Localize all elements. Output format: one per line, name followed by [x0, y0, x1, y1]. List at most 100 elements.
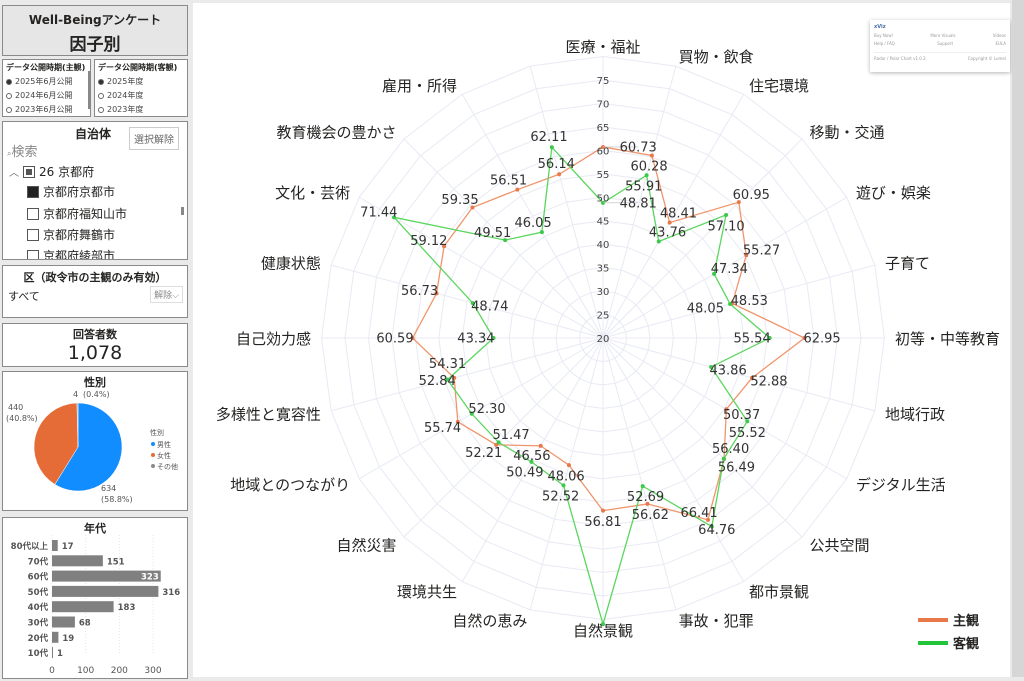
data-point[interactable]	[724, 407, 729, 412]
link-more-visuals[interactable]: More Visuals	[930, 33, 956, 38]
radio-icon[interactable]	[6, 92, 12, 99]
data-point[interactable]	[767, 336, 772, 340]
bar[interactable]	[52, 540, 58, 551]
data-point[interactable]	[667, 220, 672, 225]
data-point[interactable]	[452, 375, 457, 380]
data-point[interactable]	[705, 517, 710, 522]
data-point[interactable]	[656, 239, 661, 244]
bar[interactable]	[52, 555, 103, 567]
pie-slice-1[interactable]	[33, 402, 79, 485]
data-point[interactable]	[749, 375, 754, 380]
data-point[interactable]	[745, 419, 750, 424]
data-point[interactable]	[557, 172, 562, 177]
data-point[interactable]	[470, 301, 475, 306]
data-label: 56.51	[490, 174, 527, 189]
link-support[interactable]: Support	[937, 41, 954, 46]
radio-icon[interactable]	[6, 106, 12, 113]
data-point[interactable]	[802, 336, 807, 340]
data-point[interactable]	[566, 463, 571, 468]
checkbox[interactable]	[27, 228, 39, 241]
bar[interactable]	[52, 631, 59, 643]
data-point[interactable]	[601, 508, 605, 513]
data-point[interactable]	[455, 419, 460, 424]
radio-selected-icon[interactable]	[6, 78, 12, 85]
radio-icon[interactable]	[98, 106, 104, 113]
data-point[interactable]	[744, 253, 749, 258]
bar[interactable]	[52, 601, 114, 613]
data-point[interactable]	[491, 336, 496, 340]
link-eula[interactable]: EULA	[995, 41, 1006, 46]
tree-prefecture[interactable]: ︿26 京都府	[9, 163, 94, 180]
radio-icon[interactable]	[98, 92, 104, 99]
radio-option[interactable]: 2023年6月公開	[6, 104, 87, 115]
checkbox-partial[interactable]	[23, 165, 35, 178]
data-point[interactable]	[649, 153, 654, 158]
data-point[interactable]	[529, 459, 534, 464]
radio-option[interactable]: 2024年6月公開	[6, 90, 87, 101]
scrollbar[interactable]	[181, 207, 184, 215]
bar[interactable]	[52, 616, 75, 628]
bar[interactable]	[52, 570, 161, 582]
data-point[interactable]	[445, 377, 450, 382]
radio-option[interactable]: 2023年度	[98, 104, 184, 115]
data-point[interactable]	[712, 271, 717, 276]
axis-label: 住宅環境	[749, 77, 809, 95]
data-point[interactable]	[644, 173, 649, 178]
data-point[interactable]	[392, 215, 397, 220]
tree-item[interactable]: 京都府舞鶴市	[27, 226, 115, 243]
data-point[interactable]	[721, 456, 726, 461]
data-point[interactable]	[503, 238, 508, 243]
data-point[interactable]	[728, 301, 733, 306]
checkbox[interactable]	[27, 249, 39, 259]
legend-item-objective[interactable]: 客観	[918, 633, 979, 652]
tree-item[interactable]: 京都府福知山市	[27, 205, 127, 222]
label-other-value: 4	[73, 390, 78, 399]
link-help[interactable]: Help / FAQ	[874, 41, 895, 46]
bar[interactable]	[52, 585, 159, 597]
ward-clear-button[interactable]: 解除⌵	[150, 286, 183, 303]
data-point[interactable]	[561, 483, 566, 488]
data-point[interactable]	[469, 411, 474, 416]
radio-option[interactable]: 2025年度	[98, 76, 184, 87]
data-point[interactable]	[539, 230, 544, 235]
tree-item[interactable]: 京都府綾部市	[27, 247, 115, 259]
radio-option[interactable]: 2025年6月公開	[6, 76, 87, 87]
checkbox[interactable]	[27, 207, 39, 220]
slicer-header: 自治体	[75, 127, 112, 141]
page-scrollbar[interactable]	[1012, 0, 1024, 677]
data-point[interactable]	[724, 212, 729, 217]
data-point[interactable]	[538, 443, 543, 448]
data-label: 48.53	[731, 294, 768, 309]
data-point[interactable]	[515, 187, 520, 192]
checkbox-checked[interactable]	[27, 185, 39, 198]
data-point[interactable]	[640, 484, 645, 489]
pie-slice-0[interactable]	[54, 402, 123, 492]
data-point[interactable]	[496, 440, 501, 445]
data-point[interactable]	[494, 442, 499, 447]
data-point[interactable]	[549, 145, 554, 150]
radio-option[interactable]: 2024年度	[98, 90, 184, 101]
tree-item[interactable]: 京都府京都市	[27, 183, 115, 200]
link-buy[interactable]: Buy Now!	[874, 33, 894, 38]
data-point[interactable]	[709, 524, 714, 529]
chevron-down-icon[interactable]: ⌵	[172, 291, 179, 301]
bar[interactable]	[52, 647, 53, 659]
radio-selected-icon[interactable]	[98, 78, 104, 85]
data-point[interactable]	[601, 622, 605, 627]
item-label: 京都府京都市	[43, 185, 116, 199]
scrollbar[interactable]	[88, 71, 91, 109]
data-point[interactable]	[434, 291, 439, 296]
link-videos[interactable]: Videos	[992, 33, 1006, 38]
data-point[interactable]	[442, 244, 447, 249]
pie-slice-2[interactable]	[76, 402, 79, 448]
search-input[interactable]: ⌕検索	[7, 141, 38, 160]
legend-item-subjective[interactable]: 主観	[918, 610, 979, 629]
ward-dropdown[interactable]: すべて	[8, 290, 40, 303]
data-point[interactable]	[410, 336, 415, 340]
chevron-up-icon[interactable]: ︿	[9, 168, 19, 179]
clear-selection-button[interactable]: 選択解除	[129, 127, 179, 150]
data-point[interactable]	[470, 205, 475, 210]
data-point[interactable]	[645, 501, 650, 506]
data-point[interactable]	[736, 200, 741, 205]
data-point[interactable]	[709, 364, 714, 369]
